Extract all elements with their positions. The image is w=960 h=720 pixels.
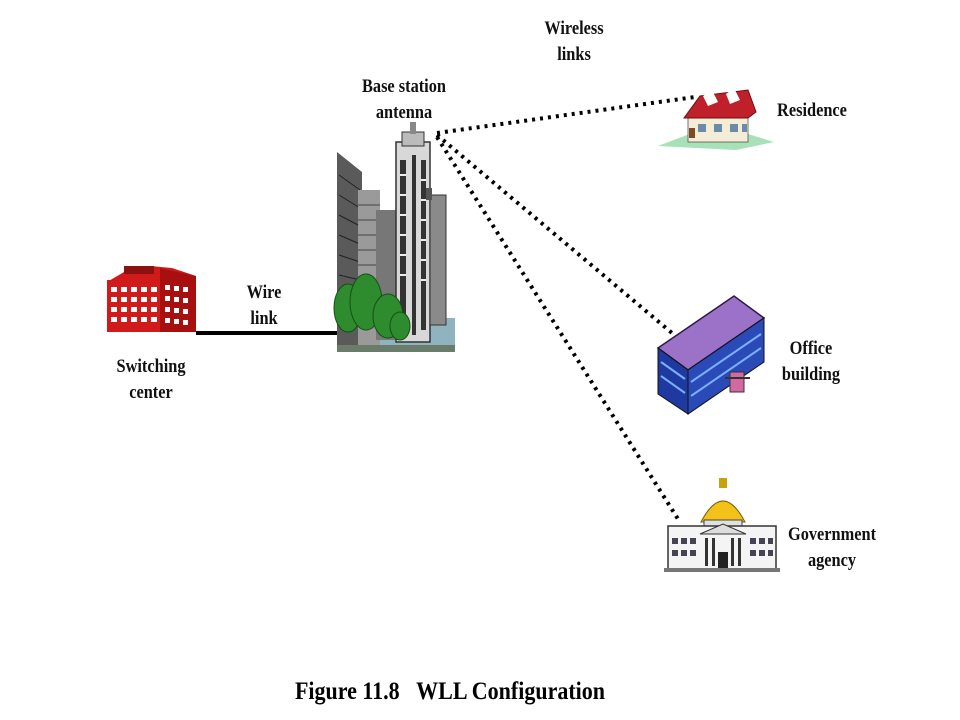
government-building (664, 478, 780, 572)
switching-center-label-line2: center (129, 382, 173, 403)
wireless-links-label: Wireless links (528, 16, 621, 68)
wire-link-label-line2: link (250, 308, 278, 329)
switching-center-label: Switching center (105, 354, 196, 406)
base-station-label-line1: Base station (362, 76, 446, 97)
switching-center-label-line1: Switching (116, 356, 186, 377)
base-station-label: Base station antenna (351, 74, 458, 126)
base-station-label-line2: antenna (375, 102, 433, 123)
office-building-label: Office building (774, 336, 848, 388)
government-agency-label: Government agency (782, 522, 882, 574)
government-agency-label-line2: agency (807, 550, 857, 571)
switching-center-building (107, 266, 196, 332)
wireless-link-residence (436, 95, 696, 135)
figure-title: WLL Configuration (416, 678, 606, 705)
office-building-label-line2: building (781, 364, 841, 385)
residence-house (658, 88, 774, 150)
wireless-link-government (435, 135, 680, 521)
wireless-links-label-line2: links (557, 44, 591, 65)
wireless-link-office (435, 133, 674, 335)
wire-link-label-line1: Wire (246, 282, 282, 303)
government-agency-label-line1: Government (787, 524, 877, 545)
figure-number: Figure 11.8 (294, 678, 400, 705)
base-station-buildings (333, 122, 455, 352)
office-building (656, 295, 766, 415)
residence-label: Residence (777, 100, 847, 121)
office-building-label-line1: Office (789, 338, 833, 359)
figure-caption: Figure 11.8 WLL Configuration (265, 678, 635, 706)
wireless-links (435, 95, 696, 521)
wireless-links-label-line1: Wireless (544, 18, 604, 39)
wire-link-label: Wire link (235, 280, 293, 332)
